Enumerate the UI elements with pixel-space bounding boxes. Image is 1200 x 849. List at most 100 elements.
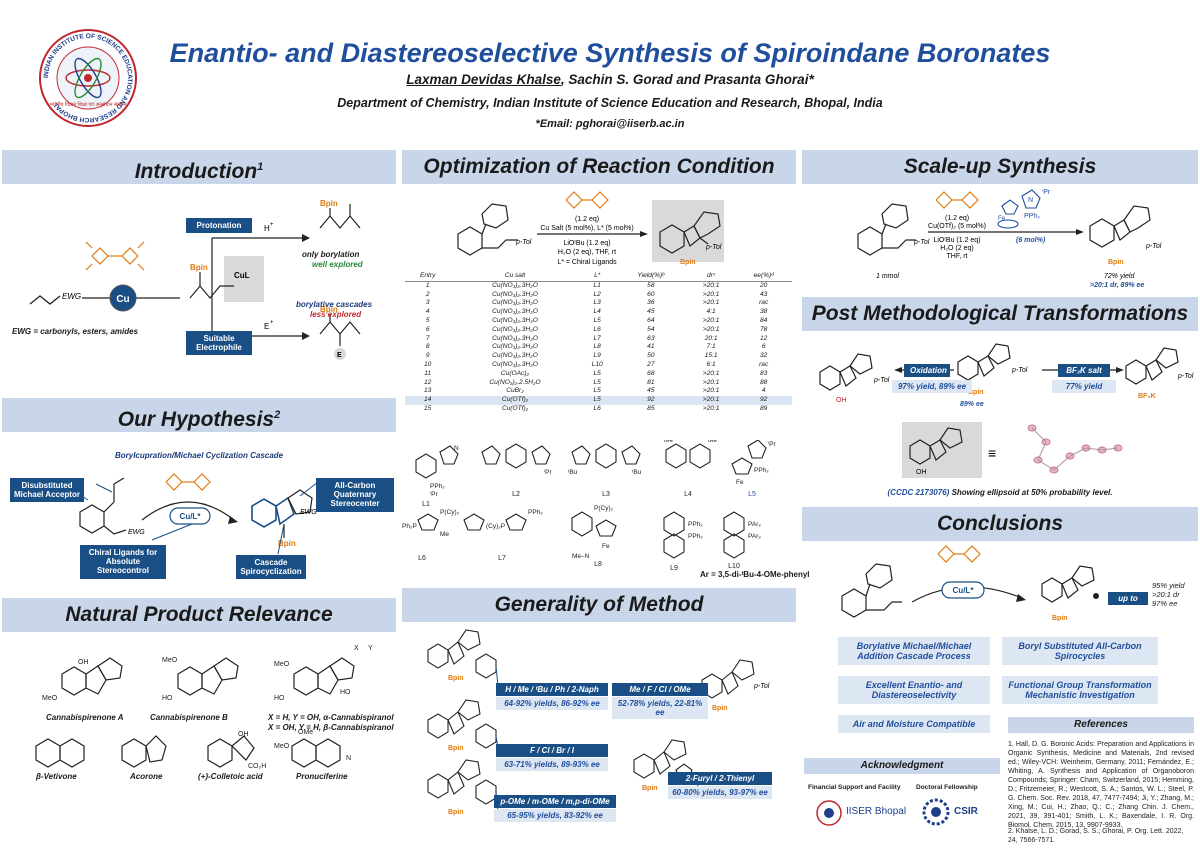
table-cell: L5 <box>593 316 601 324</box>
table-cell: 4 <box>425 308 430 316</box>
natural-heading: Natural Product Relevance <box>2 598 396 632</box>
svg-text:CO₂H: CO₂H <box>248 763 266 770</box>
svg-text:LiOᵗBu (1.2 eq): LiOᵗBu (1.2 eq) <box>933 237 980 244</box>
table-cell: 4:1 <box>706 308 716 316</box>
svg-text:PPh₂: PPh₂ <box>688 533 703 540</box>
intro-scheme: EWG Cu Bpin CuL H+ E+ Bpin Bpin E <box>29 199 361 360</box>
table-cell: Cu(OTf)₂ <box>501 404 529 412</box>
scaleup-heading: Scale-up Synthesis <box>802 150 1198 184</box>
gen-group-3-yields: 63-71% yields, 89-93% ee <box>496 758 608 771</box>
np-vetivone: β-Vetivone <box>36 772 77 781</box>
table-cell: 63 <box>647 334 655 342</box>
svg-text:Me: Me <box>440 531 449 538</box>
svg-text:>20:1 dr, 89% ee: >20:1 dr, 89% ee <box>1090 282 1144 289</box>
table-cell: 92 <box>614 396 687 405</box>
table-cell: >20:1 <box>702 369 720 377</box>
svg-text:MeO: MeO <box>274 743 290 750</box>
table-cell: 8 <box>425 343 430 351</box>
svg-text:THF, rt: THF, rt <box>947 253 968 260</box>
table-column-header: Cu salt <box>450 272 580 282</box>
svg-text:Bpin: Bpin <box>448 675 464 682</box>
np-alpha-cannabispiranol: X = H, Y = OH, α-Cannabispiranol <box>268 713 394 722</box>
borylative-cascades: borylative cascades <box>296 300 373 309</box>
conclusion-box-4: Functional Group Transformation Mechanis… <box>1002 676 1158 704</box>
svg-text:p-Tol: p-Tol <box>873 377 890 384</box>
chiral-ligands-label: Chiral Ligands for Absolute Stereocontro… <box>80 545 166 579</box>
iiser-logo-icon <box>816 800 842 826</box>
gen-group-3-label: F / Cl / Br / I <box>496 744 608 757</box>
svg-text:X: X <box>354 645 359 652</box>
poster-department: Department of Chemistry, Indian Institut… <box>337 96 883 110</box>
svg-text:EWG: EWG <box>300 509 317 516</box>
svg-text:Bpin: Bpin <box>278 539 296 548</box>
table-cell: 12 <box>424 378 432 386</box>
svg-text:Bpin: Bpin <box>320 199 338 208</box>
conclusions-scheme: Cu/L* Bpin <box>841 545 1099 622</box>
svg-text:(1.2 eq): (1.2 eq) <box>575 216 599 223</box>
svg-text:MeO: MeO <box>162 657 178 664</box>
table-cell: 68 <box>647 369 655 377</box>
svg-text:HO: HO <box>340 689 351 696</box>
conclusion-box-5: Air and Moisture Compatible <box>838 715 990 733</box>
table-cell: >20:1 <box>702 325 720 333</box>
svg-text:+: + <box>270 320 274 326</box>
svg-text:+: + <box>270 222 274 228</box>
svg-text:Bpin: Bpin <box>712 705 728 712</box>
table-cell: 83 <box>759 369 768 377</box>
table-cell: 13 <box>424 387 432 395</box>
svg-text:p-Tol: p-Tol <box>705 244 722 251</box>
table-cell: 7 <box>425 334 430 342</box>
svg-text:Cu Salt (5 mol%), L* (5 mol%): Cu Salt (5 mol%), L* (5 mol%) <box>540 225 633 232</box>
table-cell: CuBr₂ <box>506 387 524 395</box>
first-author: Laxman Devidas Khalse <box>406 72 561 87</box>
svg-text:PPh₂: PPh₂ <box>528 509 543 516</box>
svg-text:P(Cy)₂: P(Cy)₂ <box>440 509 460 516</box>
ligand-l3: L3 <box>602 491 610 498</box>
ligand-l9: L9 <box>670 565 678 572</box>
table-cell: >20:1 <box>702 404 720 412</box>
table-cell: >20:1 <box>702 299 720 307</box>
svg-text:HO: HO <box>274 695 285 702</box>
np-acorone: Acorone <box>130 772 163 781</box>
svg-text:p-Tol: p-Tol <box>753 683 770 690</box>
gen-group-1-label: H / Me / ᵗBu / Ph / 2-Naph <box>496 683 608 696</box>
oxidation-label: Oxidation <box>904 364 950 377</box>
result-ee: 97% ee <box>1152 599 1178 608</box>
natural-product-structures: OH MeO MeO HO MeO HO X Y HO OH CO₂H OMe … <box>35 645 373 770</box>
ewg-note: EWG = carbonyls, esters, amides <box>12 327 139 336</box>
svg-text:(1.2 eq): (1.2 eq) <box>945 215 969 222</box>
svg-text:Bpin: Bpin <box>642 785 658 792</box>
np-cannabispirenone-a: Cannabispirenone A <box>46 713 124 722</box>
scaleup-scheme: p-Tol (1.2 eq) Cu(OTf)₂ (5 mol%) LiOᵗBu … <box>857 188 1162 289</box>
table-cell: 54 <box>647 325 655 333</box>
conclusion-box-2: Boryl Substituted All-Carbon Spirocycles <box>1002 637 1158 665</box>
svg-text:Fe: Fe <box>736 479 744 486</box>
table-cell: 89 <box>759 404 768 412</box>
up-to-label: up to <box>1108 592 1148 605</box>
table-cell: rac <box>759 360 769 368</box>
intro-heading: Introduction1 <box>2 150 396 184</box>
ar-note: Ar = 3,5-di-ᵗBu-4-OMe-phenyl <box>700 570 810 579</box>
less-explored: less explored <box>310 310 362 319</box>
table-cell: Cu(NO₃)₂.3H₂O <box>492 352 538 360</box>
conclusion-box-3: Excellent Enantio- and Diastereoselectiv… <box>838 676 990 704</box>
table-cell: 41 <box>647 343 655 351</box>
table-cell: 6:1 <box>706 360 716 368</box>
svg-text:Cu(OTf)₂ (5 mol%): Cu(OTf)₂ (5 mol%) <box>928 223 986 230</box>
reference-2: 2. Khalse, L. D.; Gorad, S. S.; Ghorai, … <box>1008 828 1184 844</box>
svg-text:p-Tol: p-Tol <box>1145 243 1162 250</box>
table-cell: L4 <box>593 308 601 316</box>
table-column-header: Entry <box>405 272 451 282</box>
svg-text:Bpin: Bpin <box>448 809 464 816</box>
table-cell: 7:1 <box>706 343 716 351</box>
svg-text:OH: OH <box>238 731 249 738</box>
logo-hindi-text: भारतीय विज्ञान शिक्षा एवं अनुसंधान संस्थ… <box>50 101 127 108</box>
svg-text:ⁱPr: ⁱPr <box>768 440 776 448</box>
ack-financial: Financial Support and Facility <box>808 784 901 791</box>
